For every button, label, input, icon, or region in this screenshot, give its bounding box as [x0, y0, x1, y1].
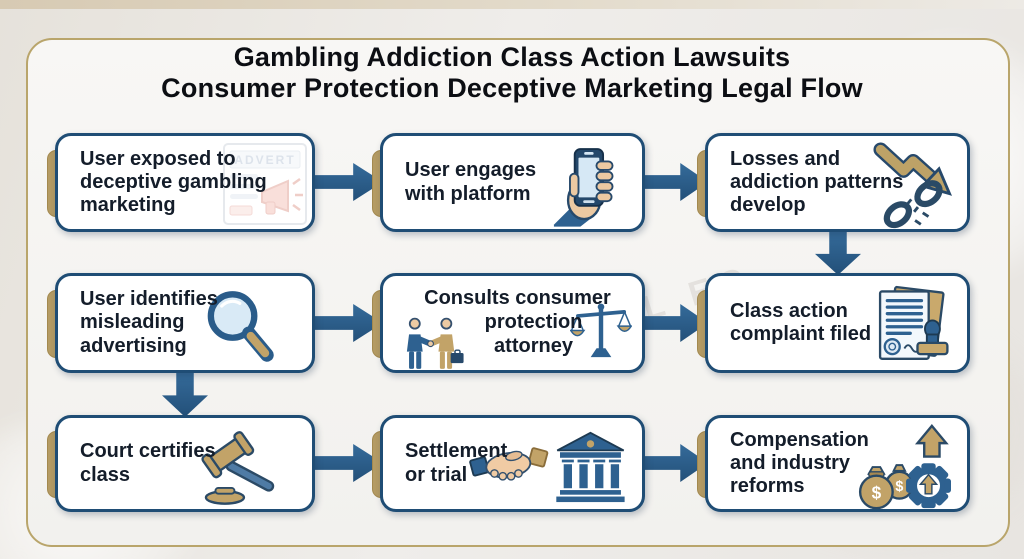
step-label: Compensation and industry reforms [730, 428, 869, 498]
title-line-1: Gambling Addiction Class Action Lawsuits [233, 42, 791, 72]
magnifying-glass-icon [207, 291, 274, 362]
svg-text:$: $ [895, 479, 903, 495]
flow-step-user-engages: User engages with platform [372, 133, 645, 232]
step-label: Settlement or trial [405, 440, 508, 486]
flow-step-losses-develop: Losses and addiction patterns develop [697, 133, 970, 232]
complaint-document-stamp-icon [878, 285, 949, 360]
money-bags-gear-arrow-icon: $ $ [858, 424, 951, 510]
flow-step-identifies-misleading: User identifies misleading advertising [47, 273, 315, 373]
step-label: User engages with platform [405, 159, 537, 205]
flow-step-court-certifies: Court certifies class [47, 415, 315, 512]
gear-icon [906, 463, 951, 509]
gavel-icon [201, 431, 275, 505]
step-label-line: protection [484, 311, 583, 333]
title-line-2: Consumer Protection Deceptive Marketing … [161, 73, 863, 103]
step-label: User identifies misleading advertising [80, 288, 218, 357]
page-title: Gambling Addiction Class Action Lawsuits… [0, 42, 1024, 104]
flow-step-settlement-trial: Settlement or trial [372, 415, 645, 512]
deceptive-ad-document-icon: ADVERT [223, 143, 307, 225]
step-label: Losses and addiction patterns develop [730, 147, 904, 217]
handshake-and-courthouse-icons [469, 431, 625, 503]
step-label-line: attorney [494, 335, 573, 357]
background-top-strip [0, 0, 1024, 9]
courthouse-icon [556, 431, 625, 503]
ad-label-text: ADVERT [234, 153, 295, 167]
svg-text:$: $ [872, 483, 882, 503]
step-label-line: Consults consumer [424, 287, 611, 309]
scales-of-justice-icon [570, 303, 632, 358]
flow-step-consults-attorney: Consults consumer protection attorney [372, 273, 645, 373]
handshake-icon [469, 447, 549, 481]
decline-arrow-broken-chain-icon [873, 142, 953, 229]
step-label: Class action complaint filed [730, 299, 872, 345]
step-label: Court certifies class [80, 440, 216, 486]
step-label: User exposed to deceptive gambling marke… [80, 147, 267, 217]
flow-step-compensation-reforms: Compensation and industry reforms $ $ [697, 415, 970, 512]
hand-holding-phone-icon [553, 148, 614, 227]
flow-step-user-exposed: User exposed to deceptive gambling marke… [47, 133, 315, 232]
flow-step-complaint-filed: Class action complaint filed [697, 273, 970, 373]
client-attorney-meeting-icon [406, 317, 464, 369]
